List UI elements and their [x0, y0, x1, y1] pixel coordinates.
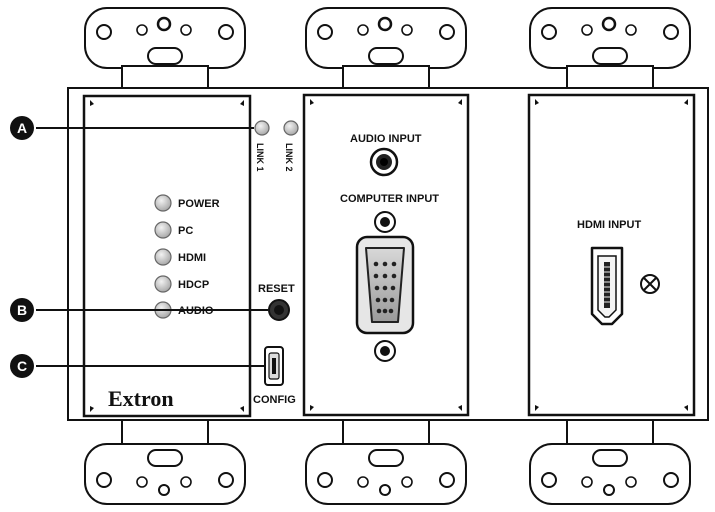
config-label: CONFIG — [253, 394, 296, 406]
bottom-mounting-ear-left — [84, 417, 246, 505]
bottom-mounting-ear-right — [529, 417, 691, 505]
led-label-hdmi: HDMI — [178, 252, 206, 264]
callout-c-letter: C — [17, 358, 27, 374]
extron-logo: Extron — [108, 386, 174, 411]
top-mounting-ear-center — [305, 7, 467, 91]
status-led-pc: PC — [154, 221, 193, 239]
vga-connector[interactable] — [355, 235, 415, 335]
link-led-2: LINK 2 — [283, 120, 299, 172]
callout-c: C — [10, 354, 266, 378]
status-led-hdcp: HDCP — [154, 275, 209, 293]
status-led-power: POWER — [154, 194, 220, 212]
reset-button[interactable] — [268, 299, 290, 321]
config-port[interactable] — [264, 346, 284, 386]
audio-input-label: AUDIO INPUT — [350, 133, 422, 145]
link-led-1: LINK 1 — [254, 120, 270, 172]
computer-input-label: COMPUTER INPUT — [340, 193, 439, 205]
status-led-hdmi: HDMI — [154, 248, 206, 266]
hdmi-connector[interactable] — [590, 246, 624, 326]
reset-label: RESET — [258, 283, 295, 295]
audio-input-jack[interactable] — [369, 147, 399, 177]
callout-a-letter: A — [17, 120, 27, 136]
callout-b-letter: B — [17, 302, 27, 318]
top-mounting-ear-left — [84, 7, 246, 91]
vga-screw-top — [374, 211, 396, 233]
callout-a: A — [10, 116, 254, 140]
led-label-pc: PC — [178, 225, 193, 237]
hdmi-retention-screw — [640, 274, 660, 294]
vga-screw-bottom — [374, 340, 396, 362]
bottom-mounting-ear-center — [305, 417, 467, 505]
top-mounting-ear-right — [529, 7, 691, 91]
link-2-label: LINK 2 — [284, 143, 294, 172]
hdmi-input-label: HDMI INPUT — [577, 219, 641, 231]
led-label-hdcp: HDCP — [178, 279, 209, 291]
led-label-power: POWER — [178, 198, 220, 210]
callout-b: B — [10, 298, 268, 322]
link-1-label: LINK 1 — [255, 143, 265, 172]
